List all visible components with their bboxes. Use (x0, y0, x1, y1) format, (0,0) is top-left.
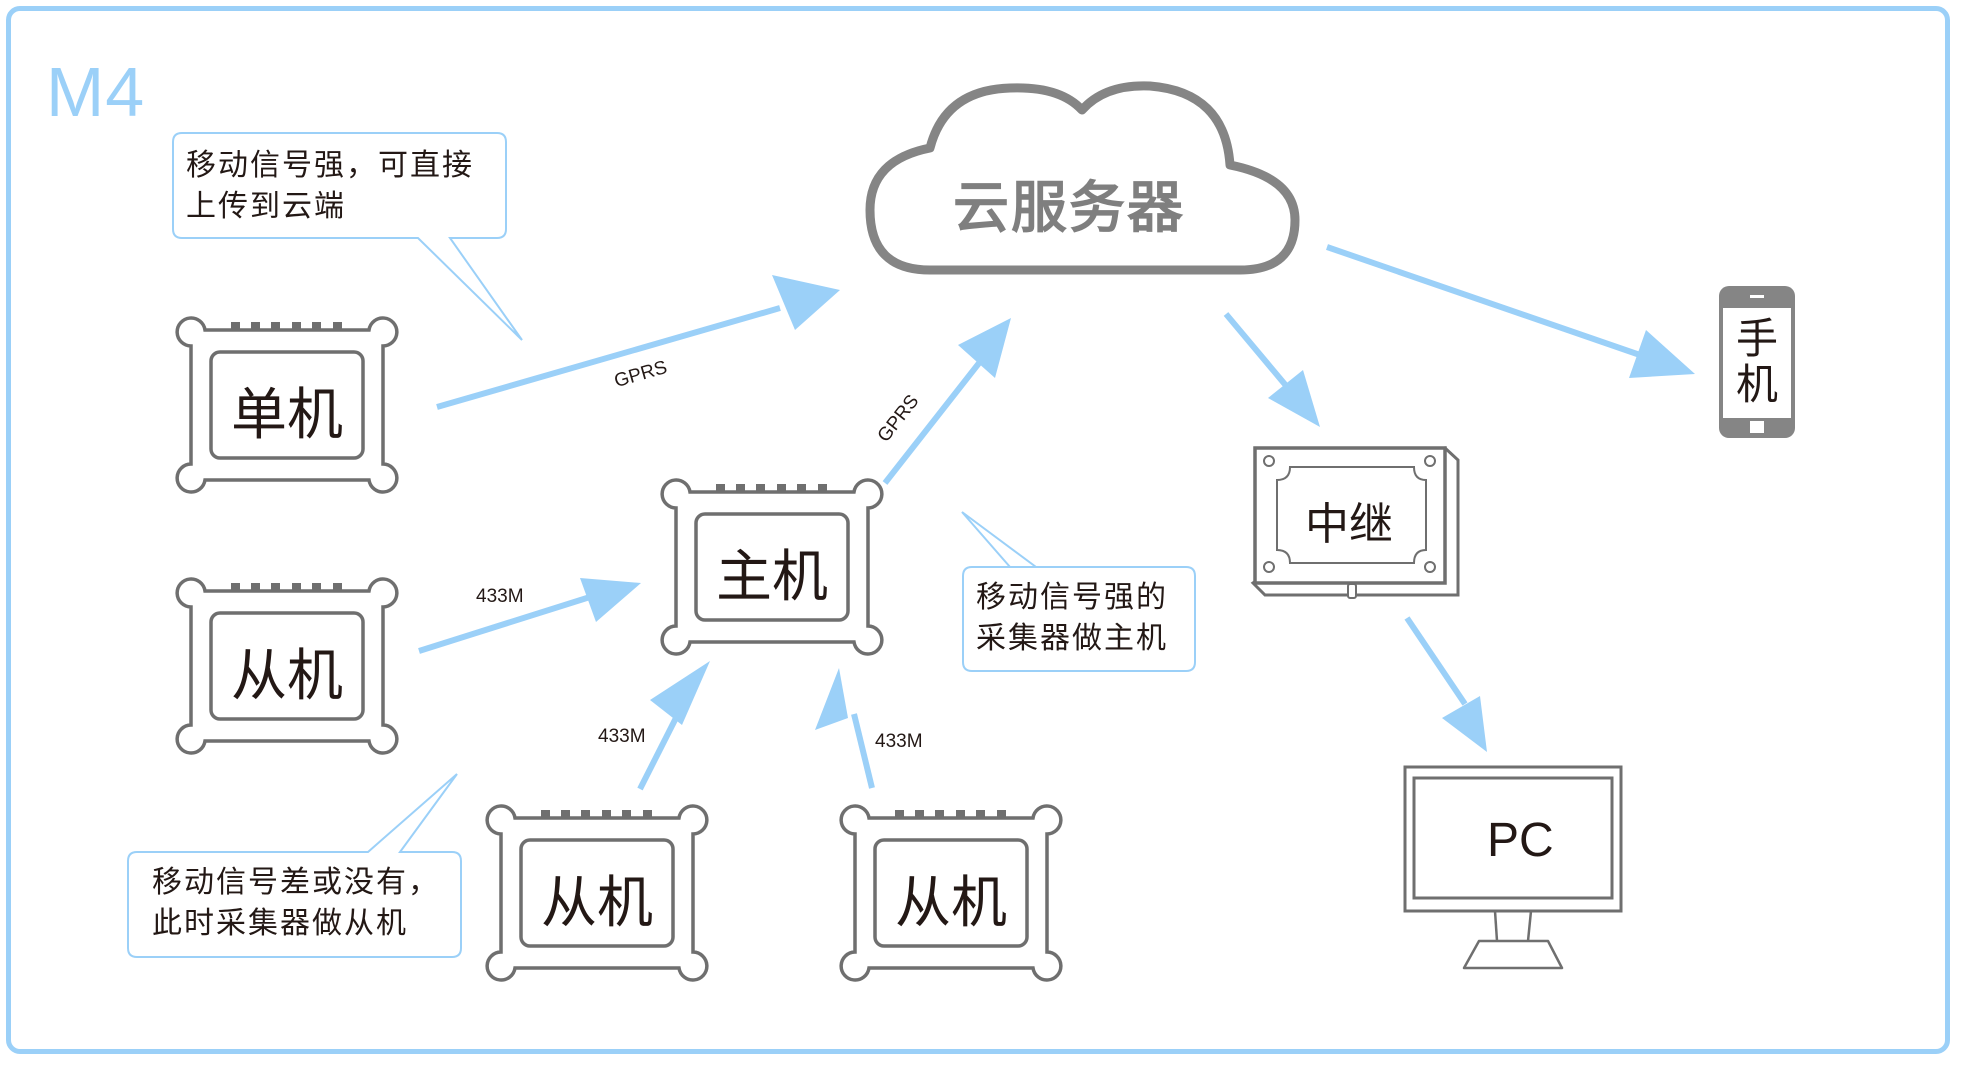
arrow-standalone-to-cloud (436, 305, 781, 410)
arrowhead (958, 318, 1011, 378)
arrow-cloud-to-relay (1223, 312, 1291, 390)
arrow-host-to-cloud (882, 356, 986, 485)
cloud-icon (865, 81, 1300, 275)
callout-line: 此时采集器做从机 (152, 906, 408, 941)
device-slave-bottom-1-label: 从机 (541, 871, 653, 936)
arrowhead (1629, 330, 1695, 378)
callout-line: 移动信号差或没有， (152, 865, 440, 900)
arrow-slave-bottom2-to-host (851, 713, 875, 789)
arrowhead (1268, 370, 1320, 427)
relay-box-icon (1250, 446, 1460, 599)
device-slave-bottom-2-label: 从机 (895, 871, 1007, 936)
monitor-icon (1403, 765, 1623, 970)
callout-line: 移动信号强的 (976, 580, 1168, 615)
callout-host (961, 511, 1196, 672)
arrowhead (650, 661, 710, 725)
device-standalone-label: 单机 (231, 383, 343, 448)
callout-standalone (172, 132, 523, 341)
arrow-cloud-to-phone (1326, 244, 1641, 358)
callout-slave-text: 移动信号差或没有， 此时采集器做从机 (152, 862, 440, 944)
callout-slave (127, 773, 462, 958)
device-host-label: 主机 (716, 545, 828, 610)
callout-standalone-text: 移动信号强，可直接 上传到云端 (186, 145, 474, 227)
link-label-433m-slave-bottom-2: 433M (875, 731, 923, 752)
relay-label: 中继 (1305, 499, 1393, 550)
arrowhead (815, 668, 848, 730)
arrow-slave-bottom1-to-host (637, 708, 683, 791)
cloud-label: 云服务器 (953, 176, 1185, 241)
smartphone-icon (1719, 286, 1795, 438)
arrowhead (772, 275, 840, 330)
callout-host-text: 移动信号强的 采集器做主机 (976, 577, 1168, 659)
arrow-slave-left-to-host (418, 594, 591, 654)
diagram-title: M4 (46, 53, 146, 131)
link-label-433m-slave-bottom-1: 433M (598, 726, 646, 747)
arrowhead (580, 578, 641, 622)
arrowhead (1442, 696, 1487, 752)
callout-line: 采集器做主机 (976, 621, 1168, 656)
link-label-433m-slave-left: 433M (476, 586, 524, 607)
pc-label: PC (1487, 814, 1554, 867)
arrows (418, 244, 1695, 791)
callout-line: 上传到云端 (186, 189, 346, 224)
phone-label: 手机 (1735, 314, 1778, 409)
callout-line: 移动信号强，可直接 (186, 148, 474, 183)
arrow-relay-to-pc (1404, 616, 1468, 706)
device-slave-left-label: 从机 (231, 644, 343, 709)
diagram-frame (6, 6, 1950, 1054)
